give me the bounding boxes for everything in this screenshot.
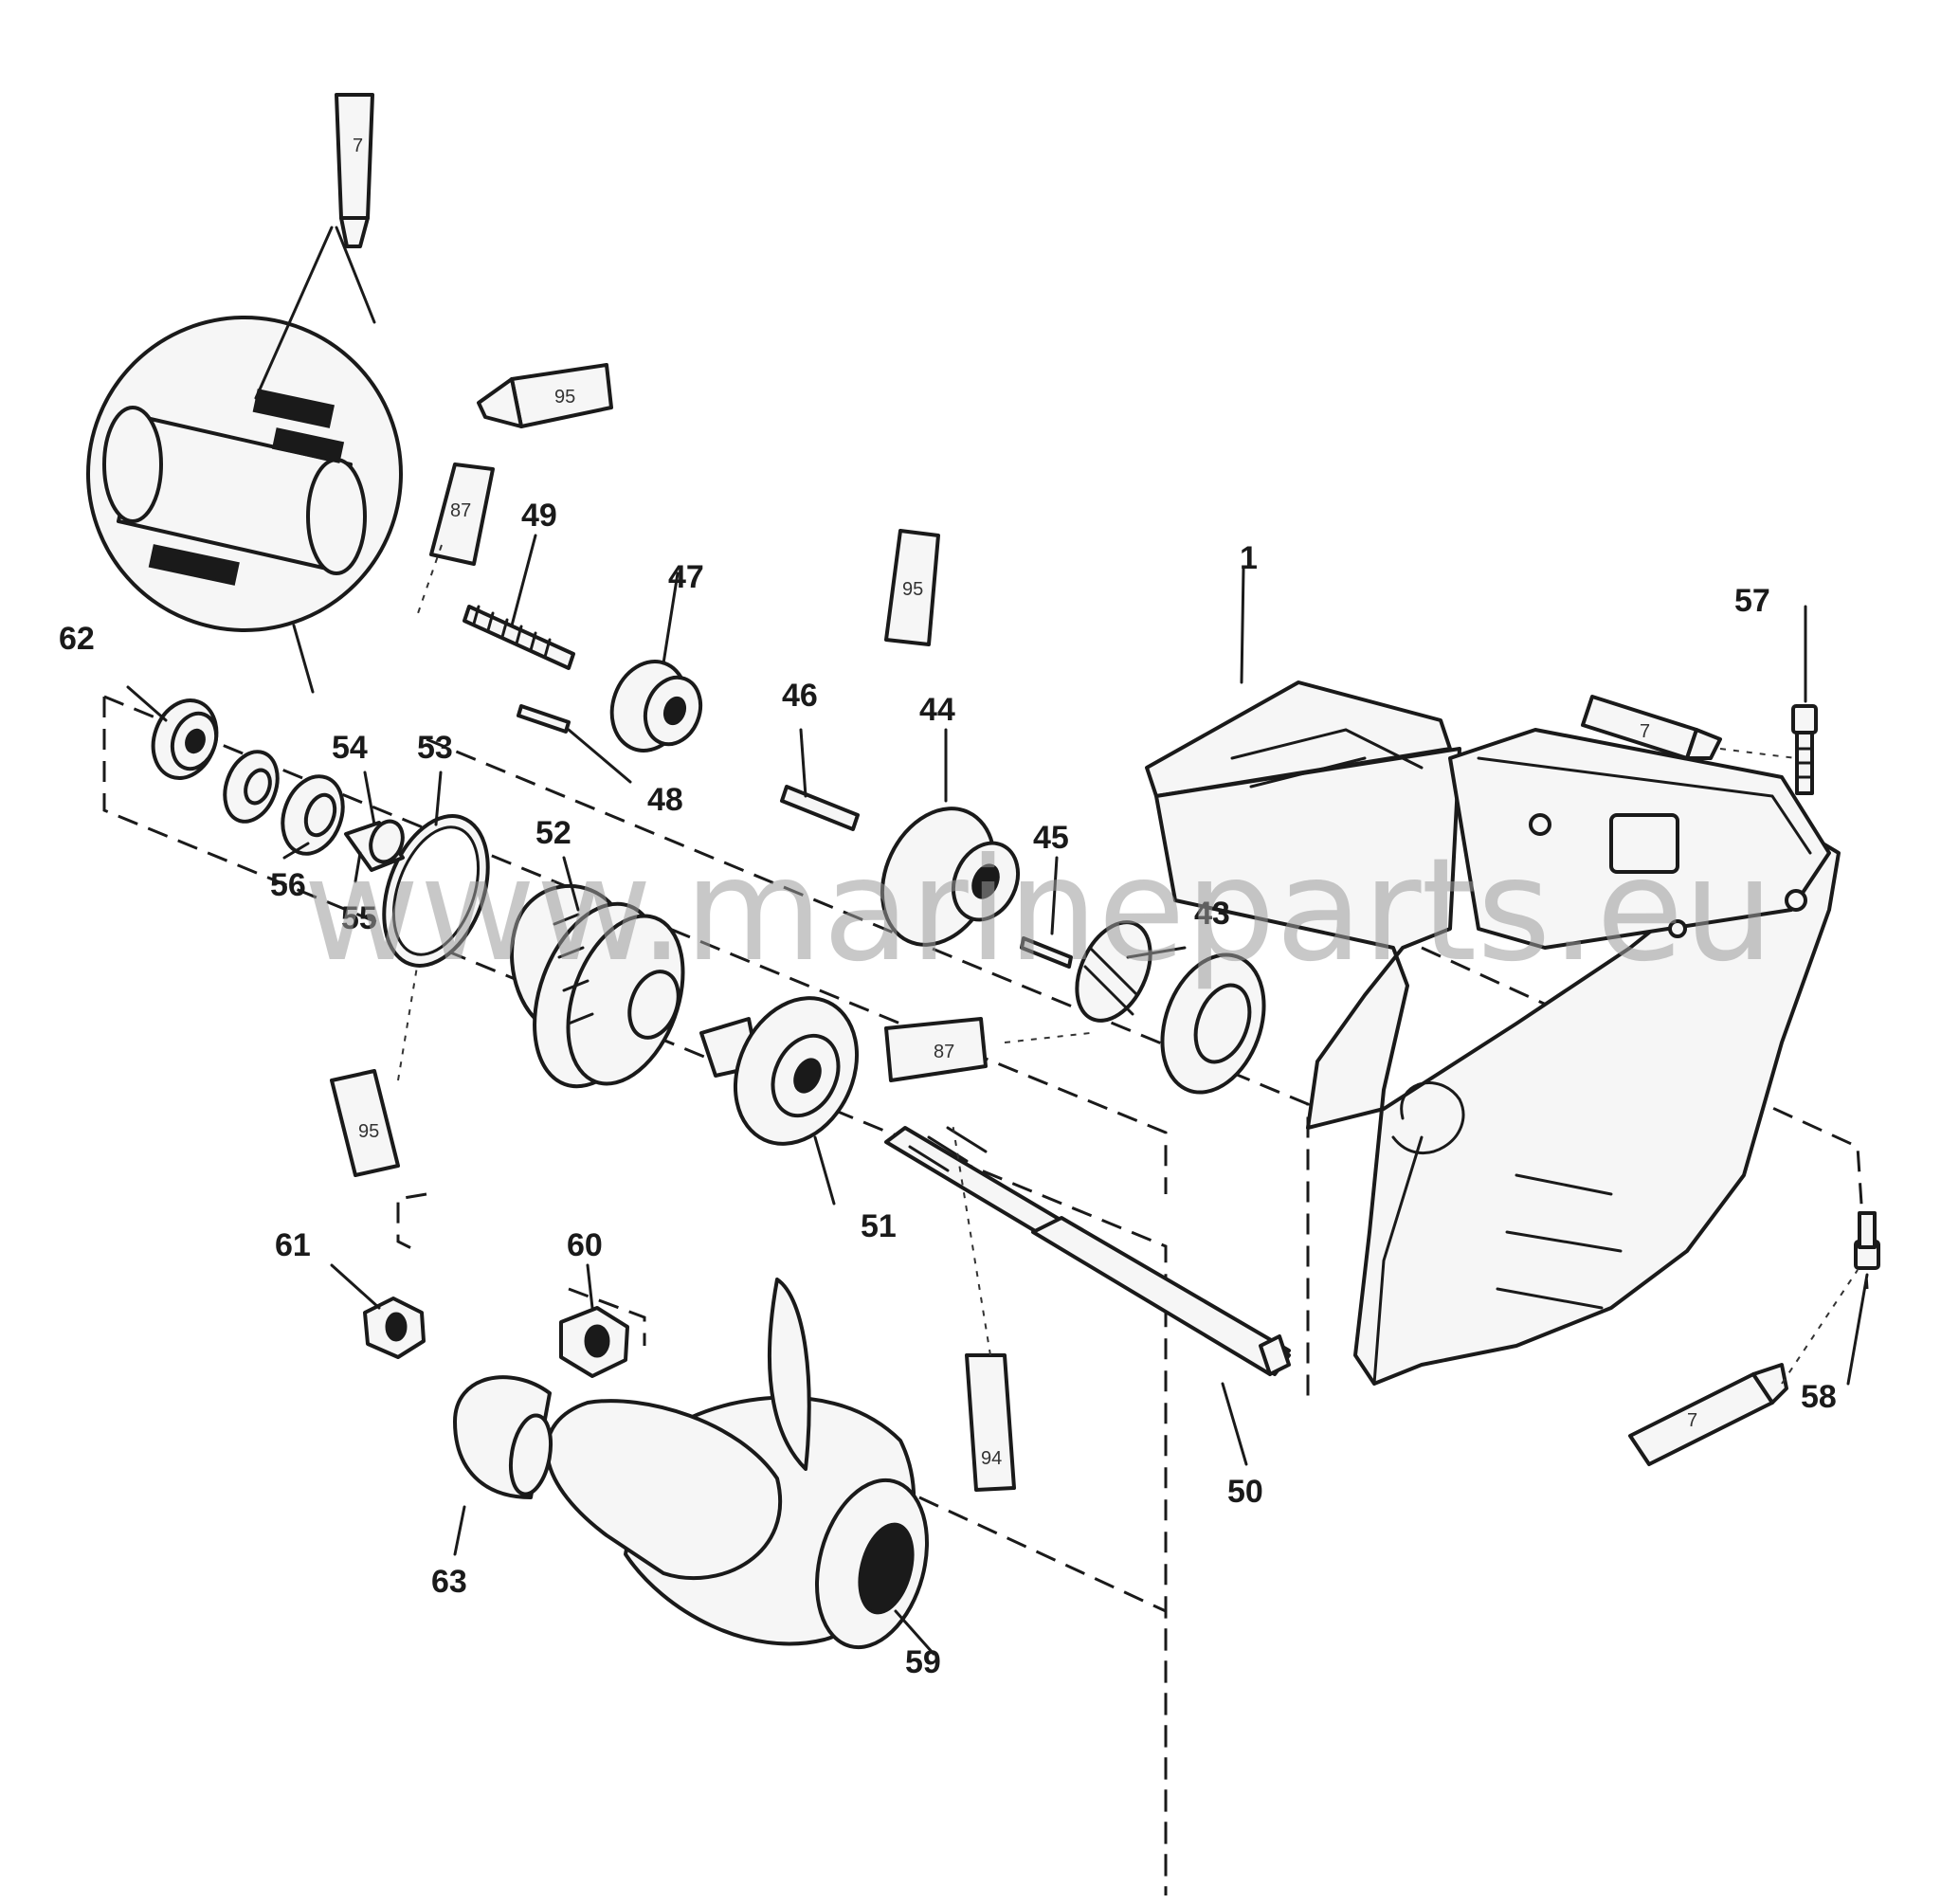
nut-61 <box>363 1297 426 1359</box>
seal-ring-right <box>1160 952 1266 1095</box>
tube-labels: 7 95 87 95 87 95 94 7 7 <box>353 136 1697 1469</box>
callout-numbers: 1 43 44 45 46 47 48 49 50 51 52 53 54 55… <box>59 498 1837 1680</box>
callout-49: 49 <box>521 498 557 534</box>
tube-95-upper <box>477 363 613 428</box>
tube-label-87-mid: 87 <box>934 1042 954 1062</box>
callout-48: 48 <box>647 782 683 818</box>
callout-57: 57 <box>1734 583 1770 619</box>
bushing-62 <box>151 698 219 780</box>
bolt-57 <box>1791 704 1818 795</box>
leader-lines <box>126 534 1869 1656</box>
callout-59: 59 <box>905 1644 941 1680</box>
bolt-58 <box>1854 1211 1880 1270</box>
tube-95-lower <box>330 1069 400 1177</box>
callout-52: 52 <box>535 815 571 851</box>
tube-95-mid <box>884 529 940 646</box>
spinner-cone-63 <box>453 1375 553 1499</box>
spring-49 <box>463 605 575 670</box>
watermark-text: www.marineparts.eu <box>303 828 1774 993</box>
callout-53: 53 <box>417 730 453 766</box>
tube-label-7-top: 7 <box>353 136 363 156</box>
callout-46: 46 <box>782 678 818 714</box>
callout-63: 63 <box>431 1564 467 1600</box>
washer-56 <box>223 750 345 856</box>
forward-gear-51 <box>699 996 860 1146</box>
gearcase-housing <box>1145 680 1841 1386</box>
tube-label-95-mid: 95 <box>902 579 923 600</box>
callout-45: 45 <box>1033 820 1069 856</box>
tube-87-mid <box>884 1017 988 1082</box>
callout-51: 51 <box>861 1208 897 1244</box>
tube-label-95-lower: 95 <box>358 1121 379 1142</box>
pin-45 <box>1020 936 1073 969</box>
tube-top-7 <box>335 93 374 248</box>
tube-7-right <box>1581 695 1722 760</box>
pinion-gear <box>880 728 1021 947</box>
tube-label-94: 94 <box>981 1448 1002 1469</box>
tube-label-95-upper: 95 <box>554 387 575 408</box>
o-ring-53 <box>382 814 490 968</box>
propeller-shaft <box>884 1126 1291 1376</box>
callout-55: 55 <box>341 900 377 936</box>
bushing-55 <box>344 819 405 872</box>
detail-magnifier <box>86 226 403 694</box>
pin-48 <box>517 704 571 734</box>
callout-62: 62 <box>59 621 95 657</box>
callout-47: 47 <box>668 559 704 595</box>
nut-60 <box>559 1306 629 1378</box>
lubricant-tubes <box>330 93 1859 1492</box>
callout-54: 54 <box>332 730 368 766</box>
propeller-59 <box>545 1278 930 1650</box>
callout-60: 60 <box>567 1227 603 1263</box>
tube-label-87-upper: 87 <box>450 500 471 521</box>
callout-56: 56 <box>270 867 306 903</box>
tube-label-7-right: 7 <box>1640 721 1650 742</box>
callout-1: 1 <box>1240 540 1258 576</box>
callout-44: 44 <box>919 692 955 728</box>
tube-87-upper <box>429 462 495 566</box>
callout-43: 43 <box>1194 896 1230 932</box>
clutch-dog-47 <box>609 660 703 753</box>
bearing-carrier-52 <box>510 884 685 1089</box>
callout-61: 61 <box>275 1227 311 1263</box>
bearing-43 <box>1075 920 1152 1023</box>
tube-7-bottom <box>1628 1363 1788 1466</box>
callout-58: 58 <box>1801 1379 1837 1415</box>
callout-50: 50 <box>1227 1474 1263 1510</box>
pin-46 <box>780 785 860 831</box>
tube-label-7-bottom: 7 <box>1687 1410 1697 1431</box>
tube-94 <box>965 1353 1016 1492</box>
